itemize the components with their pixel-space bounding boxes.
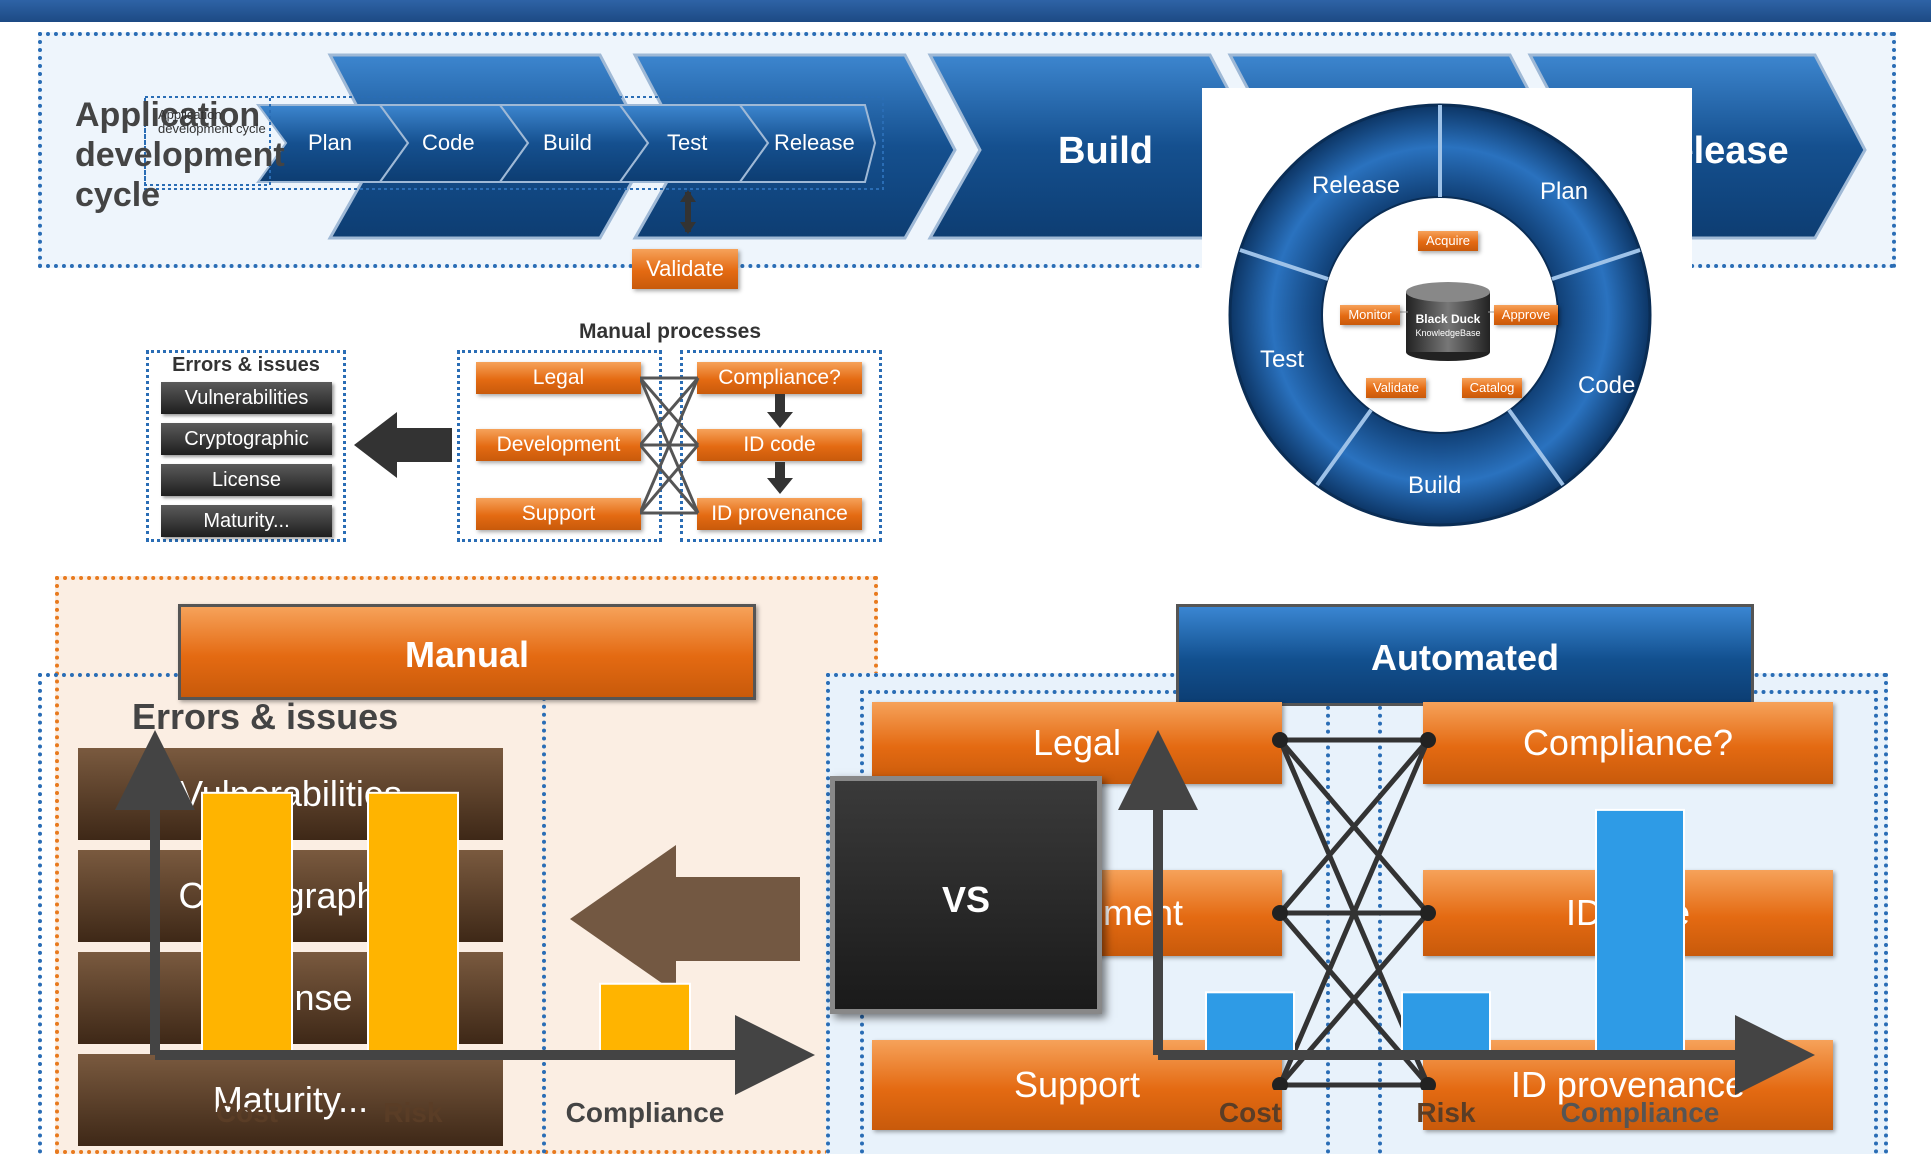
big-left-arrow [570, 845, 800, 993]
small-item-compliance: Compliance? [697, 362, 862, 394]
wheel-segment-build: Build [1408, 472, 1462, 499]
lifecycle-wheel [1228, 103, 1652, 527]
automated-header: Automated [1176, 604, 1754, 706]
chart-0-tick-cost: Cost [216, 1097, 278, 1128]
small-manual-title: Manual processes [578, 320, 762, 343]
stage-small-code[interactable]: Code [422, 130, 475, 155]
manual-header: Manual [178, 604, 756, 700]
chart-0-tick-risk: Risk [383, 1097, 443, 1128]
big-item-compliance: Compliance? [1423, 702, 1833, 784]
chart-1-bar-compliance [1595, 808, 1685, 1057]
small-item-legal: Legal [476, 362, 641, 394]
small-errors-title: Errors & issues [172, 354, 320, 376]
small-item-id-provenance: ID provenance [697, 498, 862, 530]
cycle-label: Application development cycle [75, 96, 285, 214]
small-error-license: License [161, 464, 332, 496]
wheel-tag-approve: Approve [1494, 305, 1558, 325]
big-item-legal: Legal [872, 702, 1282, 784]
cycle-label-small: Application development cycle [158, 107, 266, 136]
small-error-maturity: Maturity... [161, 505, 332, 537]
wheel-segment-plan: Plan [1540, 178, 1589, 205]
chevron-small-5 [738, 104, 877, 183]
chart-1-tick-compliance: Compliance [1561, 1097, 1720, 1128]
vs-box: VS [830, 776, 1102, 1014]
wheel-tag-monitor: Monitor [1340, 305, 1400, 325]
chart-1-bar-risk [1401, 991, 1491, 1056]
chart-1-bar-cost [1205, 991, 1295, 1056]
small-left-arrow [354, 412, 452, 478]
wheel-segment-release: Release [1312, 172, 1401, 199]
cycle-chevrons [144, 53, 1867, 240]
small-cycle-label-frame [144, 96, 271, 186]
small-error-vulnerabilities: Vulnerabilities [161, 382, 332, 414]
top-banner [0, 0, 1931, 22]
small-item-id-code: ID code [697, 429, 862, 461]
stage-large-build: Build [1058, 130, 1153, 172]
small-item-development: Development [476, 429, 641, 461]
wheel-center-title: Black Duck [1415, 312, 1481, 326]
stage-small-release[interactable]: Release [774, 130, 855, 155]
small-error-cryptographic: Cryptographic [161, 423, 332, 455]
wheel-tag-validate: Validate [1366, 378, 1426, 398]
chart-1-tick-cost: Cost [1219, 1097, 1281, 1128]
wheel-segment-code: Code [1578, 372, 1636, 399]
wheel-center-subtitle: KnowledgeBase [1415, 328, 1481, 338]
small-item-support: Support [476, 498, 641, 530]
small-errors-frame [146, 350, 346, 542]
wheel-tag-acquire: Acquire [1418, 231, 1478, 251]
small-down-arrows [767, 394, 793, 494]
chart-0-bar-cost [201, 791, 293, 1056]
big-error-maturity: Maturity... [78, 1054, 503, 1146]
chart-0-bar-risk [367, 791, 459, 1056]
wheel-tag-catalog: Catalog [1462, 378, 1522, 398]
stage-small-plan[interactable]: Plan [308, 130, 353, 155]
chart-0-tick-compliance: Compliance [566, 1097, 725, 1128]
chart-1-tick-risk: Risk [1416, 1097, 1476, 1128]
small-connectors [640, 376, 700, 515]
validate-button[interactable]: Validate [632, 249, 738, 289]
wheel-segment-test: Test [1260, 346, 1305, 373]
stage-small-test[interactable]: Test [667, 130, 708, 155]
chart-0-bar-compliance [599, 982, 691, 1056]
stage-small-build[interactable]: Build [543, 130, 592, 155]
